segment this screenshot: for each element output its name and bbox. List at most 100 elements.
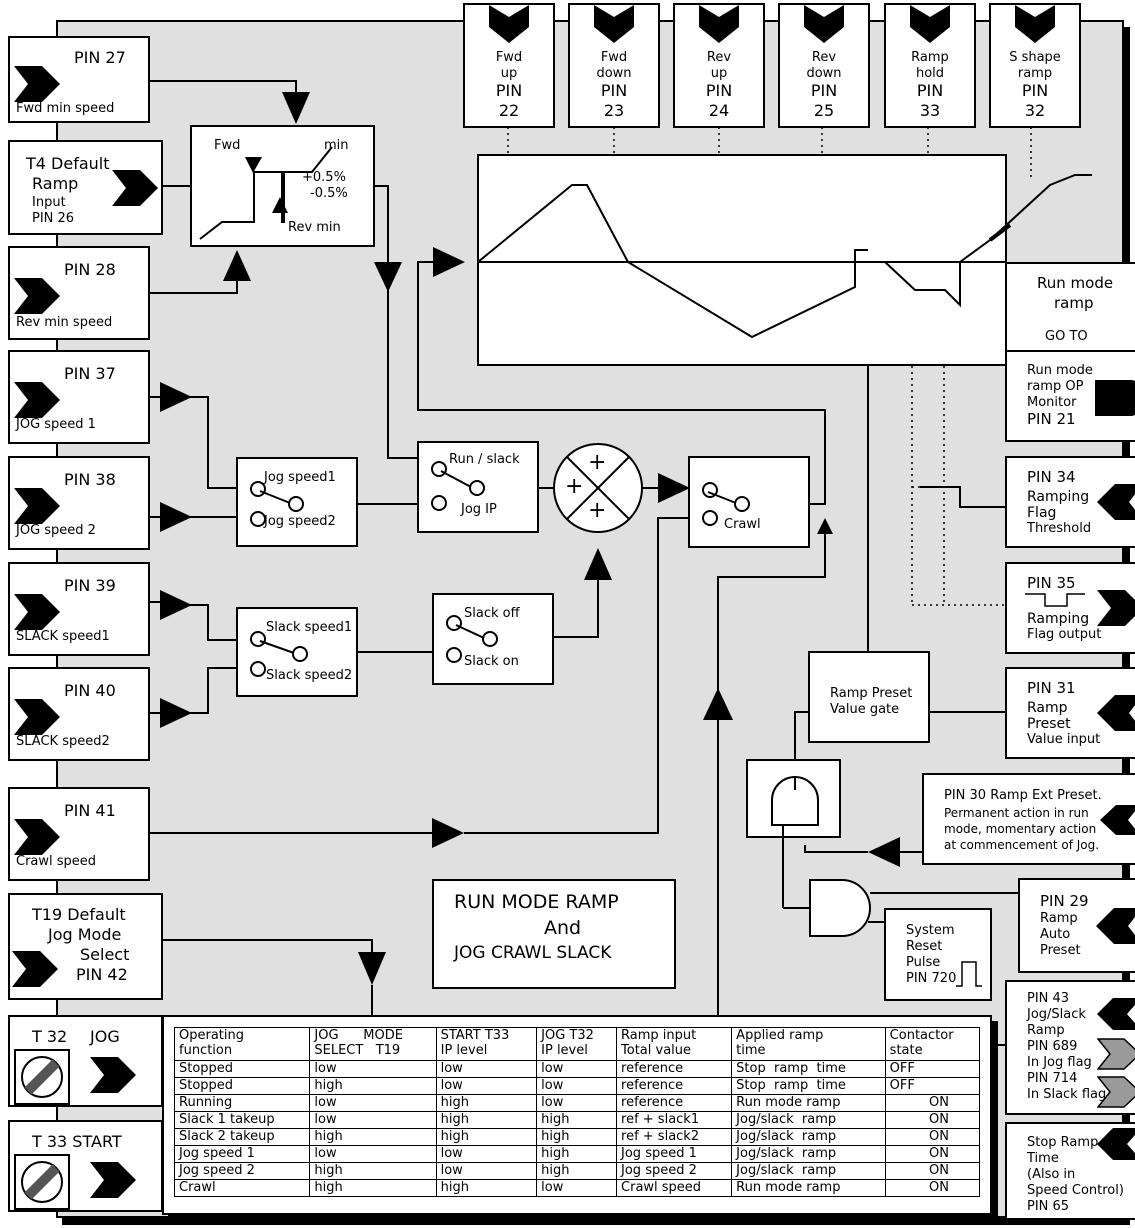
pin65-box: Stop Ramp Time (Also in Speed Control) P… (1005, 1122, 1135, 1220)
run-slack-label: Run / slack (449, 452, 520, 467)
pin31-l3: Preset (1027, 716, 1071, 732)
pin21-box: Run mode ramp OP Monitor PIN 21 (1005, 350, 1135, 442)
pin35-l3: Flag output (1027, 627, 1102, 642)
t19-mode: Jog Mode (48, 925, 122, 944)
chevron-left-icon (1097, 1128, 1135, 1160)
sum-plus-left: + (565, 474, 584, 499)
pin40-label: SLACK speed2 (16, 734, 110, 749)
table-cell: Jog/slack ramp (731, 1145, 886, 1163)
pin28-pin: PIN 28 (64, 260, 116, 279)
ramp-preset-l2: Value gate (830, 702, 900, 717)
pin30-l4: at commencement of Jog. (944, 838, 1100, 852)
arrow-right (160, 590, 192, 620)
chevron-down-icon (1015, 5, 1055, 43)
chevron-right-icon (14, 488, 60, 524)
header-line: IP level (440, 1043, 488, 1058)
table-cell: low (536, 1060, 618, 1078)
arrow-right (160, 502, 192, 532)
table-cell: Crawl (173, 1179, 311, 1197)
chevron-right-icon (14, 66, 60, 102)
top-input-num: 25 (813, 101, 835, 120)
run-mode-goto-box: Run mode ramp GO TO (1005, 262, 1135, 352)
pin31-l4: Value input (1027, 732, 1101, 747)
table-cell: Stopped (173, 1060, 311, 1078)
top-input-l2: up (710, 66, 728, 81)
slack-speed1-label: Slack speed1 (266, 620, 353, 635)
table-cell: Run mode ramp (731, 1094, 886, 1112)
table-cell: high (536, 1162, 618, 1180)
table-cell: high (435, 1111, 538, 1129)
chevron-right-icon (14, 699, 60, 735)
table-cell: reference (616, 1077, 733, 1095)
pin30-l1: PIN 30 Ramp Ext Preset. (944, 788, 1102, 803)
output-block-icon (1095, 380, 1135, 416)
t32-box: T 32 JOG (8, 1015, 163, 1107)
pin21-l1: Run mode (1027, 363, 1093, 378)
header-line: Operating (179, 1028, 244, 1043)
top-input-l1: Rev (706, 50, 732, 65)
pin41-pin: PIN 41 (64, 801, 116, 820)
top-input-num: 24 (708, 101, 730, 120)
run-mode-goto: GO TO (1045, 329, 1088, 344)
header-line: Ramp input (621, 1028, 697, 1043)
table-cell: Jog speed 1 (616, 1145, 733, 1163)
system-reset-box: System Reset Pulse PIN 720 (884, 908, 992, 1001)
chevron-down-icon (594, 5, 634, 43)
pin29-l3: Auto (1040, 927, 1071, 942)
chevron-down-icon (699, 5, 739, 43)
arrow-right (432, 818, 464, 848)
pin29-box: PIN 29 Ramp Auto Preset (1018, 878, 1135, 973)
slack-on-off-switch: Slack off Slack on (432, 593, 554, 685)
table-cell: low (435, 1060, 538, 1078)
table-cell: high (309, 1128, 437, 1146)
pin31-pin: PIN 31 (1027, 679, 1076, 697)
pin38-pin: PIN 38 (64, 470, 116, 489)
pin29-pin: PIN 29 (1040, 892, 1089, 910)
chevron-left-icon (1097, 695, 1135, 731)
table-cell: ON (884, 1162, 981, 1180)
header-line: Contactor (889, 1028, 954, 1043)
top-input-l2: down (806, 66, 842, 81)
chevron-left-icon (1097, 484, 1135, 520)
chevron-left-icon (1096, 908, 1135, 944)
pin38-box: PIN 38 JOG speed 2 (8, 456, 150, 550)
top-input-num: 32 (1024, 101, 1046, 120)
table-cell: Run mode ramp (731, 1179, 886, 1197)
pin30-l3: mode, momentary action (944, 822, 1097, 836)
pin37-box: PIN 37 JOG speed 1 (8, 350, 150, 444)
table-cell: OFF (884, 1060, 981, 1078)
t19-box: T19 Default Jog Mode Select PIN 42 (8, 893, 163, 1000)
header-line: SELECT T19 (314, 1043, 401, 1058)
pin37-pin: PIN 37 (64, 364, 116, 383)
pin31-l2: Ramp (1027, 700, 1068, 716)
pulse-icon (1025, 593, 1085, 607)
title-line1: RUN MODE RAMP (454, 891, 619, 913)
t32-label: JOG (90, 1027, 120, 1046)
t4-ramp: Ramp (32, 174, 79, 193)
table-cell: low (435, 1162, 538, 1180)
table-cell: Jog/slack ramp (731, 1111, 886, 1129)
table-cell: Jog speed 2 (616, 1162, 733, 1180)
arrow-left (868, 837, 900, 867)
pin29-l4: Preset (1040, 943, 1081, 958)
chevron-right-icon (14, 382, 60, 418)
t4-box: T4 Default Ramp Input PIN 26 (8, 140, 163, 235)
chevron-left-icon (1100, 805, 1135, 835)
arrow-up (584, 548, 612, 580)
terminal-screw-icon[interactable] (14, 1154, 70, 1210)
header-line: state (889, 1043, 923, 1058)
terminal-screw-icon[interactable] (14, 1049, 70, 1105)
table-cell: Stop ramp time (731, 1077, 886, 1095)
sys-reset-l3: Pulse (906, 955, 941, 970)
